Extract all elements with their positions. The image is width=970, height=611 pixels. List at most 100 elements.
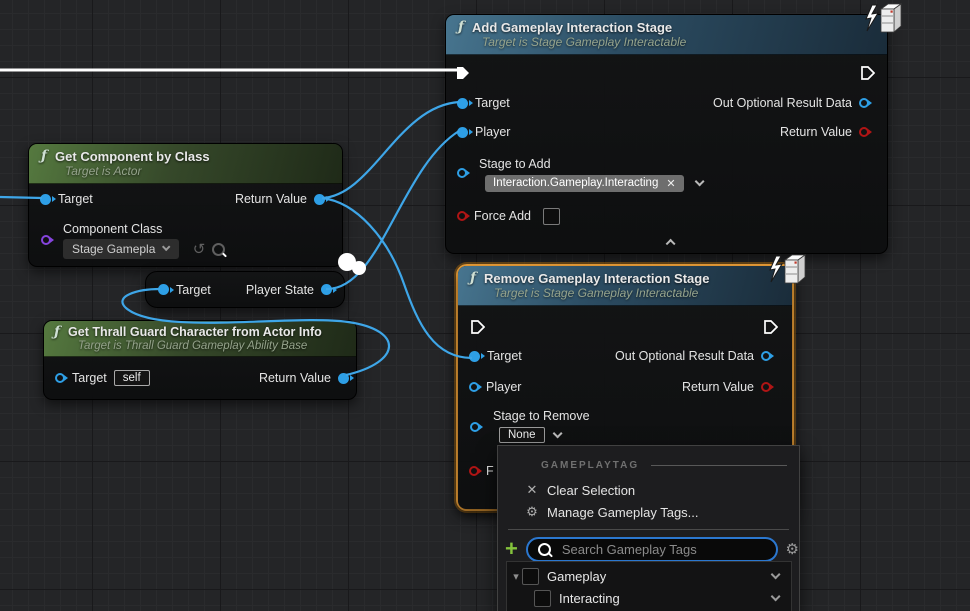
bool-pin-icon[interactable] xyxy=(859,127,869,137)
tag-tree-row-gameplay[interactable]: ▾ Gameplay xyxy=(507,565,791,587)
object-pin-icon[interactable] xyxy=(314,194,325,205)
node-subtitle: Target is Thrall Guard Gameplay Ability … xyxy=(78,340,348,352)
pin-label: Out Optional Result Data xyxy=(615,349,754,363)
pin-label: Target xyxy=(58,192,93,206)
pin-player[interactable]: Player xyxy=(457,123,510,141)
object-pin-icon[interactable] xyxy=(457,127,468,138)
tag-dropdown-chevron-icon[interactable] xyxy=(694,176,704,186)
object-pin-icon[interactable] xyxy=(761,351,771,361)
function-icon: ƒ xyxy=(458,19,464,35)
exec-arrow-icon xyxy=(861,65,875,81)
tag-checkbox[interactable] xyxy=(522,568,539,585)
object-pin-icon[interactable] xyxy=(321,284,332,295)
object-pin-icon[interactable] xyxy=(469,382,479,392)
search-box[interactable] xyxy=(526,537,778,562)
comment-bubble-icon[interactable] xyxy=(334,250,374,280)
stage-to-remove-dropdown[interactable]: None xyxy=(499,427,545,443)
tag-settings-gear-icon[interactable]: ⚙ xyxy=(786,542,799,557)
gear-icon: ⚙ xyxy=(524,504,540,520)
force-add-checkbox[interactable] xyxy=(543,208,560,225)
target-self-value[interactable]: self xyxy=(114,370,150,386)
pin-target[interactable]: Target xyxy=(158,283,211,297)
pin-label: Stage to Remove xyxy=(493,409,590,423)
tag-label: Gameplay xyxy=(547,569,606,584)
pin-force-add[interactable]: Force Add xyxy=(457,207,560,225)
replicated-stack-icon xyxy=(766,252,814,286)
pin-label: Return Value xyxy=(682,380,754,394)
tag-checkbox[interactable] xyxy=(534,590,551,607)
chevron-down-icon[interactable] xyxy=(770,569,780,579)
pin-label: Target xyxy=(475,96,510,110)
node-get-thrall-guard-character[interactable]: ƒ Get Thrall Guard Character from Actor … xyxy=(43,320,357,400)
collapse-node-chevron-icon[interactable] xyxy=(665,238,675,248)
pin-player[interactable]: Player xyxy=(469,378,521,396)
exec-out-pin[interactable] xyxy=(764,318,778,336)
node-title: Remove Gameplay Interaction Stage xyxy=(484,271,709,286)
bool-pin-icon[interactable] xyxy=(469,466,479,476)
exec-arrow-icon xyxy=(456,65,470,81)
object-pin-icon[interactable] xyxy=(40,194,51,205)
add-tag-plus-icon[interactable]: + xyxy=(505,538,518,560)
reset-to-default-icon[interactable]: ↺ xyxy=(193,240,206,258)
pin-component-class[interactable] xyxy=(41,235,51,245)
node-header[interactable]: ƒ Add Gameplay Interaction Stage Target … xyxy=(446,15,887,55)
object-pin-icon[interactable] xyxy=(338,373,349,384)
tag-label: Interacting xyxy=(559,591,620,606)
object-pin-icon[interactable] xyxy=(469,351,480,362)
object-pin-icon[interactable] xyxy=(158,284,169,295)
gameplay-tag-pill[interactable]: Interaction.Gameplay.Interacting ✕ xyxy=(485,175,684,192)
pin-out-optional-result-data[interactable]: Out Optional Result Data xyxy=(713,94,869,112)
tag-tree-row-interacting[interactable]: Interacting xyxy=(507,587,791,609)
dropdown-chevron-icon xyxy=(162,243,171,252)
node-add-gameplay-interaction-stage[interactable]: ƒ Add Gameplay Interaction Stage Target … xyxy=(445,14,888,254)
node-get-component-by-class[interactable]: ƒ Get Component by Class Target is Actor… xyxy=(28,143,343,267)
function-icon: ƒ xyxy=(470,270,476,286)
component-class-dropdown[interactable]: Stage Gamepla xyxy=(63,239,179,259)
menu-divider xyxy=(508,529,789,530)
pin-target[interactable]: Target xyxy=(469,347,522,365)
pin-force-remove[interactable]: F xyxy=(469,462,494,480)
pin-label: Player xyxy=(486,380,521,394)
pin-label: Player State xyxy=(246,283,314,297)
object-pin-icon[interactable] xyxy=(457,98,468,109)
gameplay-tag-picker-menu[interactable]: GAMEPLAYTAG ✕ Clear Selection ⚙ Manage G… xyxy=(497,445,800,611)
pin-target[interactable]: Target self xyxy=(55,369,150,387)
chevron-down-icon[interactable] xyxy=(770,591,780,601)
pin-return-value[interactable]: Return Value xyxy=(259,369,349,387)
dropdown-chevron-icon[interactable] xyxy=(552,428,562,438)
pin-player-state[interactable]: Player State xyxy=(246,283,332,297)
exec-out-pin[interactable] xyxy=(861,64,875,82)
exec-arrow-icon xyxy=(764,319,778,335)
pin-label: Stage to Add xyxy=(479,157,551,171)
object-pin-icon[interactable] xyxy=(55,373,65,383)
exec-in-pin[interactable] xyxy=(471,318,485,336)
pin-label: Target xyxy=(487,349,522,363)
pin-return-value[interactable]: Return Value xyxy=(682,378,771,396)
node-player-state[interactable]: Target Player State xyxy=(145,271,345,308)
node-subtitle: Target is Stage Gameplay Interactable xyxy=(494,286,782,300)
pin-out-optional-result-data[interactable]: Out Optional Result Data xyxy=(615,347,771,365)
expander-triangle-icon[interactable]: ▾ xyxy=(510,570,522,583)
search-input[interactable] xyxy=(560,541,766,558)
menu-item-manage-gameplay-tags[interactable]: ⚙ Manage Gameplay Tags... xyxy=(498,502,799,522)
pin-return-value[interactable]: Return Value xyxy=(780,123,869,141)
pin-stage-to-add[interactable] xyxy=(457,168,467,178)
pin-return-value[interactable]: Return Value xyxy=(235,190,325,208)
bool-pin-icon[interactable] xyxy=(761,382,771,392)
pin-target[interactable]: Target xyxy=(457,94,510,112)
object-pin-icon[interactable] xyxy=(859,98,869,108)
pin-label: F xyxy=(486,464,494,478)
function-icon: ƒ xyxy=(41,148,47,164)
node-header[interactable]: ƒ Get Component by Class Target is Actor xyxy=(29,144,342,184)
browse-icon[interactable] xyxy=(212,243,225,256)
bool-pin-icon[interactable] xyxy=(457,211,467,221)
menu-item-clear-selection[interactable]: ✕ Clear Selection xyxy=(498,480,799,500)
exec-in-pin[interactable] xyxy=(456,64,470,82)
pin-target[interactable]: Target xyxy=(40,190,93,208)
remove-tag-icon[interactable]: ✕ xyxy=(666,177,675,190)
pin-stage-to-remove[interactable] xyxy=(470,422,480,432)
pin-label: Out Optional Result Data xyxy=(713,96,852,110)
tag-tree[interactable]: ▾ Gameplay Interacting xyxy=(506,561,792,611)
menu-item-label: Manage Gameplay Tags... xyxy=(547,505,699,520)
